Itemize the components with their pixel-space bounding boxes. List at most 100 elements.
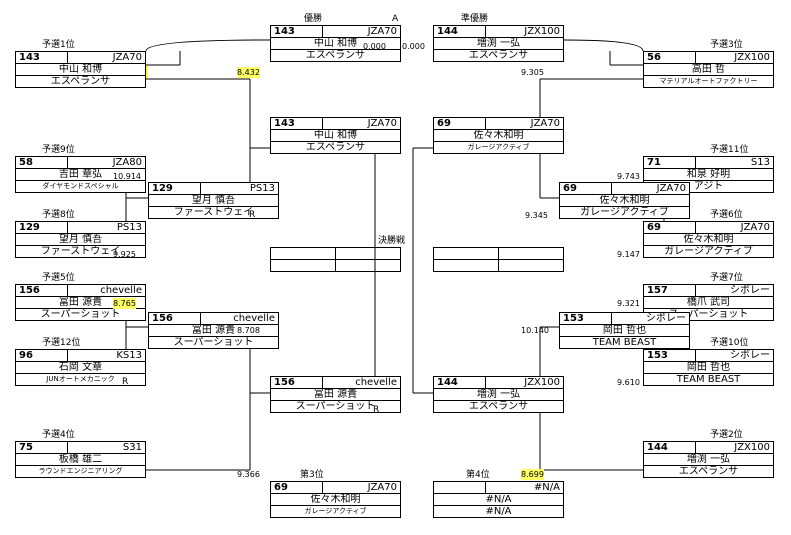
team-name: アジト: [693, 181, 724, 192]
run-time: 8.699: [521, 469, 544, 480]
seed-label: 予選1位: [42, 40, 75, 50]
run-time: 9.147: [617, 250, 640, 259]
match-card-fourth: #N/A#N/A#N/A: [433, 481, 564, 518]
car-model: シボレー: [730, 350, 770, 361]
car-number: 153: [644, 350, 696, 361]
car-model: JZX100: [524, 377, 560, 388]
car-model: JZX100: [734, 442, 770, 453]
car-number: 56: [644, 52, 696, 63]
car-number: 129: [16, 222, 68, 233]
seed-label: 予選2位: [710, 430, 743, 440]
seed-label: 予選3位: [710, 40, 743, 50]
rerun-mark: R: [122, 377, 129, 387]
car-model: JZA70: [656, 183, 686, 194]
car-model: chevelle: [100, 285, 142, 296]
team-name: エスペランサ: [678, 466, 739, 477]
car-number: 143: [271, 118, 323, 129]
car-model: PS13: [249, 183, 275, 194]
run-time: 9.743: [617, 172, 640, 181]
team-name: TEAM BEAST: [592, 337, 657, 348]
car-model: S31: [122, 442, 142, 453]
bracket-connector: [563, 39, 644, 52]
driver-name: 増渕 一弘: [686, 454, 731, 465]
car-model: chevelle: [355, 377, 397, 388]
driver-name: 中山 和博: [58, 64, 103, 75]
team-name: スーパーショット: [668, 309, 749, 320]
car-model: JZX100: [524, 26, 560, 37]
team-name: エスペランサ: [468, 401, 529, 412]
team-name: スーパーショット: [40, 309, 121, 320]
run-time: 8.708: [237, 326, 260, 335]
car-model: JZA70: [530, 118, 560, 129]
seed-label: 予選9位: [42, 145, 75, 155]
car-model: JZA80: [112, 157, 142, 168]
final-score-left: 0.000: [363, 42, 386, 51]
car-number: 144: [434, 377, 486, 388]
car-model: #N/A: [533, 482, 560, 493]
driver-card-q3: 56 JZX100 高田 哲マテリアルオートファクトリー: [643, 51, 774, 88]
team-name: JUNオートメカニック: [46, 375, 115, 383]
driver-name: 吉田 章弘: [58, 169, 103, 180]
driver-name: 高田 哲: [691, 64, 726, 75]
final-label: A: [392, 14, 399, 24]
car-number: [434, 482, 486, 493]
car-number: 58: [16, 157, 68, 168]
run-time: 9.345: [525, 211, 548, 220]
team-name: ガレージアクティブ: [304, 507, 367, 515]
car-model: JZX100: [734, 52, 770, 63]
empty-final-box: [433, 247, 564, 272]
run-time: 8.432: [237, 67, 260, 78]
car-number: 156: [149, 313, 201, 324]
team-name: ファーストウェイ: [173, 207, 254, 218]
seed-label: 予選4位: [42, 430, 75, 440]
driver-name: 望月 慎吾: [58, 234, 103, 245]
team-name: ラウンドエンジニアリング: [38, 467, 123, 475]
car-number: 69: [271, 482, 323, 493]
seed-label: 予選8位: [42, 210, 75, 220]
run-time: 9.925: [113, 250, 136, 259]
team-name: ダイヤモンドスペシャル: [42, 182, 119, 190]
driver-name: 板橋 雄二: [58, 454, 103, 465]
rerun-mark: R: [249, 210, 256, 220]
car-model: JZA70: [367, 482, 397, 493]
driver-name: 増渕 一弘: [476, 389, 521, 400]
car-model: PS13: [116, 222, 142, 233]
car-model: JZA70: [740, 222, 770, 233]
driver-name: 佐々木和明: [683, 234, 734, 245]
bracket-connector: [145, 39, 271, 52]
car-number: 69: [644, 222, 696, 233]
driver-name: #N/A: [485, 494, 512, 505]
champion-label: 優勝: [304, 14, 323, 24]
run-time: 8.765: [113, 298, 136, 309]
driver-name: 中山 和博: [313, 130, 358, 141]
team-name: マテリアルオートファクトリー: [659, 77, 758, 85]
match-card-sl1: 143 JZA70 中山 和博エスペランサ: [270, 117, 401, 154]
car-number: 156: [16, 285, 68, 296]
runnerup-label: 準優勝: [461, 14, 489, 24]
car-number: 69: [434, 118, 486, 129]
team-name: エスペランサ: [305, 142, 366, 153]
car-number: 143: [16, 52, 68, 63]
run-time: 9.610: [617, 378, 640, 387]
driver-name: 岡田 哲也: [602, 325, 647, 336]
team-name: スーパーショット: [173, 337, 254, 348]
driver-name: 佐々木和明: [310, 494, 361, 505]
car-model: JZA70: [367, 118, 397, 129]
car-number: 75: [16, 442, 68, 453]
driver-name: 佐々木和明: [599, 195, 650, 206]
seed-label: 予選7位: [710, 273, 743, 283]
driver-card-q4: 75 S31 板橋 雄二ラウンドエンジニアリング: [15, 441, 146, 478]
car-number: 96: [16, 350, 68, 361]
car-number: 156: [271, 377, 323, 388]
rerun-mark: R: [373, 405, 380, 415]
car-model: シボレー: [730, 285, 770, 296]
